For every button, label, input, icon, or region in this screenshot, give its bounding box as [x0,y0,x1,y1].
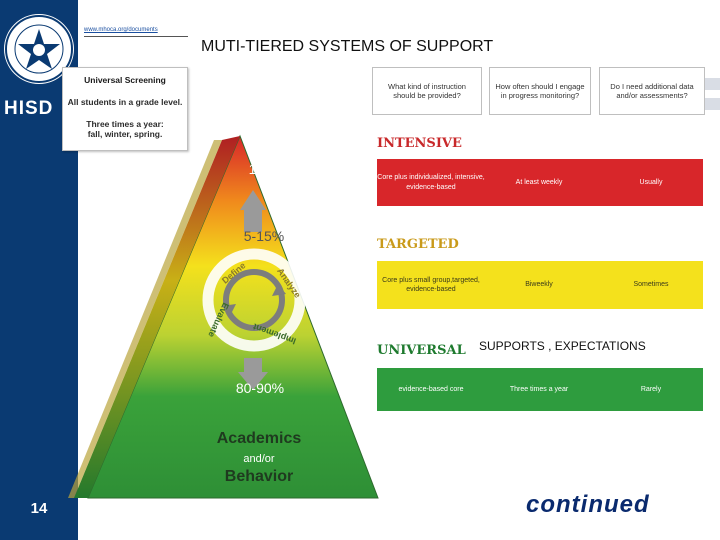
targeted-percent: 5-15% [243,228,285,244]
tier-band-targeted: Core plus small group,targeted, evidence… [377,261,703,309]
pyramid-base-line1: Academics [216,430,302,447]
tier-heading-intensive: INTENSIVE [377,136,462,151]
question-assessment-text: Do I need additional data and/or assessm… [610,81,694,100]
targeted-assessment: Sometimes [633,281,669,289]
targeted-frequency: Biweekly [525,281,553,289]
question-instruction-text: What kind of instruction should be provi… [388,81,466,100]
question-assessment: Do I need additional data and/or assessm… [599,67,705,115]
intensive-instruction: Core plus individualized, intensive, evi… [377,174,485,191]
source-link[interactable]: www.mhoca.org/documents [84,27,158,33]
universal-frequency: Three times a year [509,385,569,393]
screening-scope: All students in a grade level. [67,97,183,107]
universal-percent: 80-90% [235,380,285,396]
edge-stripe [704,78,720,90]
question-monitoring: How often should I engage in progress mo… [489,67,591,115]
mtss-pyramid [68,134,379,499]
universal-assessment: Rarely [640,385,662,393]
question-instruction: What kind of instruction should be provi… [372,67,482,115]
tier-band-intensive: Core plus individualized, intensive, evi… [377,159,703,206]
header-rule [84,36,188,37]
universal-screening-box: Universal Screening All students in a gr… [62,67,188,151]
page-number: 14 [30,500,48,517]
question-monitoring-text: How often should I engage in progress mo… [495,81,585,100]
supports-expectations-note: SUPPORTS , EXPECTATIONS [479,339,646,353]
tier-band-universal: evidence-based core Three times a year R… [377,368,703,411]
screening-seasons: fall, winter, spring. [87,129,163,139]
tier-heading-universal: UNIVERSAL [377,343,466,358]
pyramid-base-line3: Behavior [224,468,294,485]
edge-stripe [704,98,720,110]
pyramid-base-line2: and/or [243,453,275,465]
intensive-assessment: Usually [639,178,663,186]
continued-label: continued [526,491,650,518]
universal-instruction: evidence-based core [398,385,464,393]
slide-title: MUTI-TIERED SYSTEMS OF SUPPORT [201,38,494,55]
intensive-frequency: At least weekly [515,178,563,186]
screening-frequency: Three times a year: [86,119,164,129]
targeted-instruction: Core plus small group,targeted, evidence… [382,276,480,293]
tier-heading-targeted: TARGETED [377,237,459,252]
intensive-percent: 1-5% [248,161,282,177]
screening-heading: Universal Screening [84,75,166,85]
district-logo-text: HISD [4,98,54,119]
